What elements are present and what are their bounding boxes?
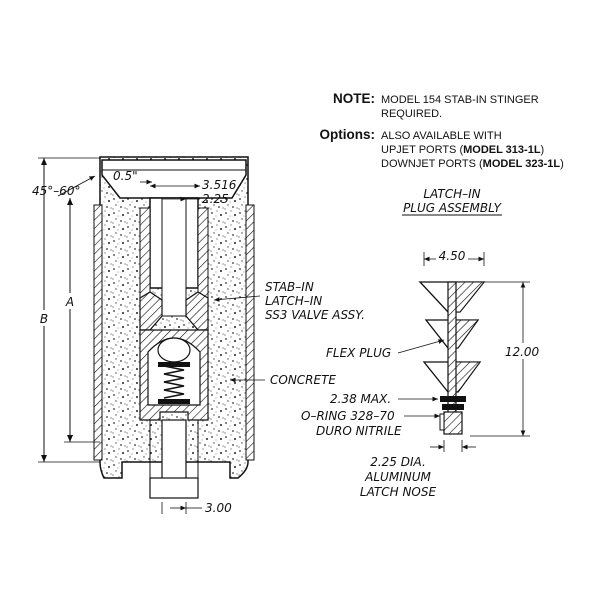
callout-concrete: CONCRETE [270,373,336,387]
plug-body-drawing: B A 45°–60° 0.5" 3.516 2.25 3.00 STAB–IN… [32,156,365,515]
dim-angle: 45°–60° [32,184,81,198]
dim-a: A [65,295,74,309]
callout-max: 2.38 MAX. [330,392,391,406]
nose-label: LATCH NOSE [360,485,437,499]
nose-material: ALUMINUM [364,470,431,484]
options-line-1: ALSO AVAILABLE WITH [381,130,502,142]
valve-spring [163,365,185,399]
options-block: Options: ALSO AVAILABLE WITH UPJET PORTS… [320,127,564,170]
note-block: NOTE: MODEL 154 STAB-IN STINGER REQUIRED… [333,91,539,120]
callout-stab-in: STAB–IN [265,280,314,294]
callout-flex-plug: FLEX PLUG [326,346,391,360]
downjet-model: MODEL 323-1L [483,158,561,170]
dim-b: B [40,312,48,326]
left-casing-wall [93,204,103,461]
assembly-height: 12.00 [505,345,540,359]
upjet-model: MODEL 313-1L [463,144,541,156]
callout-valve-assy: SS3 VALVE ASSY. [265,308,365,322]
callout-latch-in: LATCH–IN [265,294,322,308]
options-line-2: UPJET PORTS (MODEL 313-1L) [381,144,544,156]
assembly-title-2: PLUG ASSEMBLY [403,201,503,215]
note-line-1: MODEL 154 STAB-IN STINGER [381,94,539,106]
note-label: NOTE: [333,91,375,106]
assembly-title-1: LATCH–IN [423,187,480,201]
callout-oring: O–RING 328–70 [301,409,395,423]
valve-ball [157,337,191,363]
options-label: Options: [320,127,376,142]
assembly-width: 4.50 [439,249,466,263]
callout-oring-material: DURO NITRILE [316,424,402,438]
dim-bottom-bore: 3.00 [205,501,232,515]
dim-top-width: 3.516 [202,178,237,192]
note-line-2: REQUIRED. [381,108,442,120]
right-casing-wall [245,204,255,461]
dim-bore: 2.25 [202,192,229,206]
dim-top-offset: 0.5" [113,169,138,183]
nose-dia: 2.25 DIA. [370,455,426,469]
options-line-3: DOWNJET PORTS (MODEL 323-1L) [381,158,564,170]
latch-assembly-drawing: LATCH–IN PLUG ASSEMBLY 4.50 12.00 FLEX P… [301,187,548,499]
concrete-fill [99,156,249,479]
latch-nose [443,411,463,435]
